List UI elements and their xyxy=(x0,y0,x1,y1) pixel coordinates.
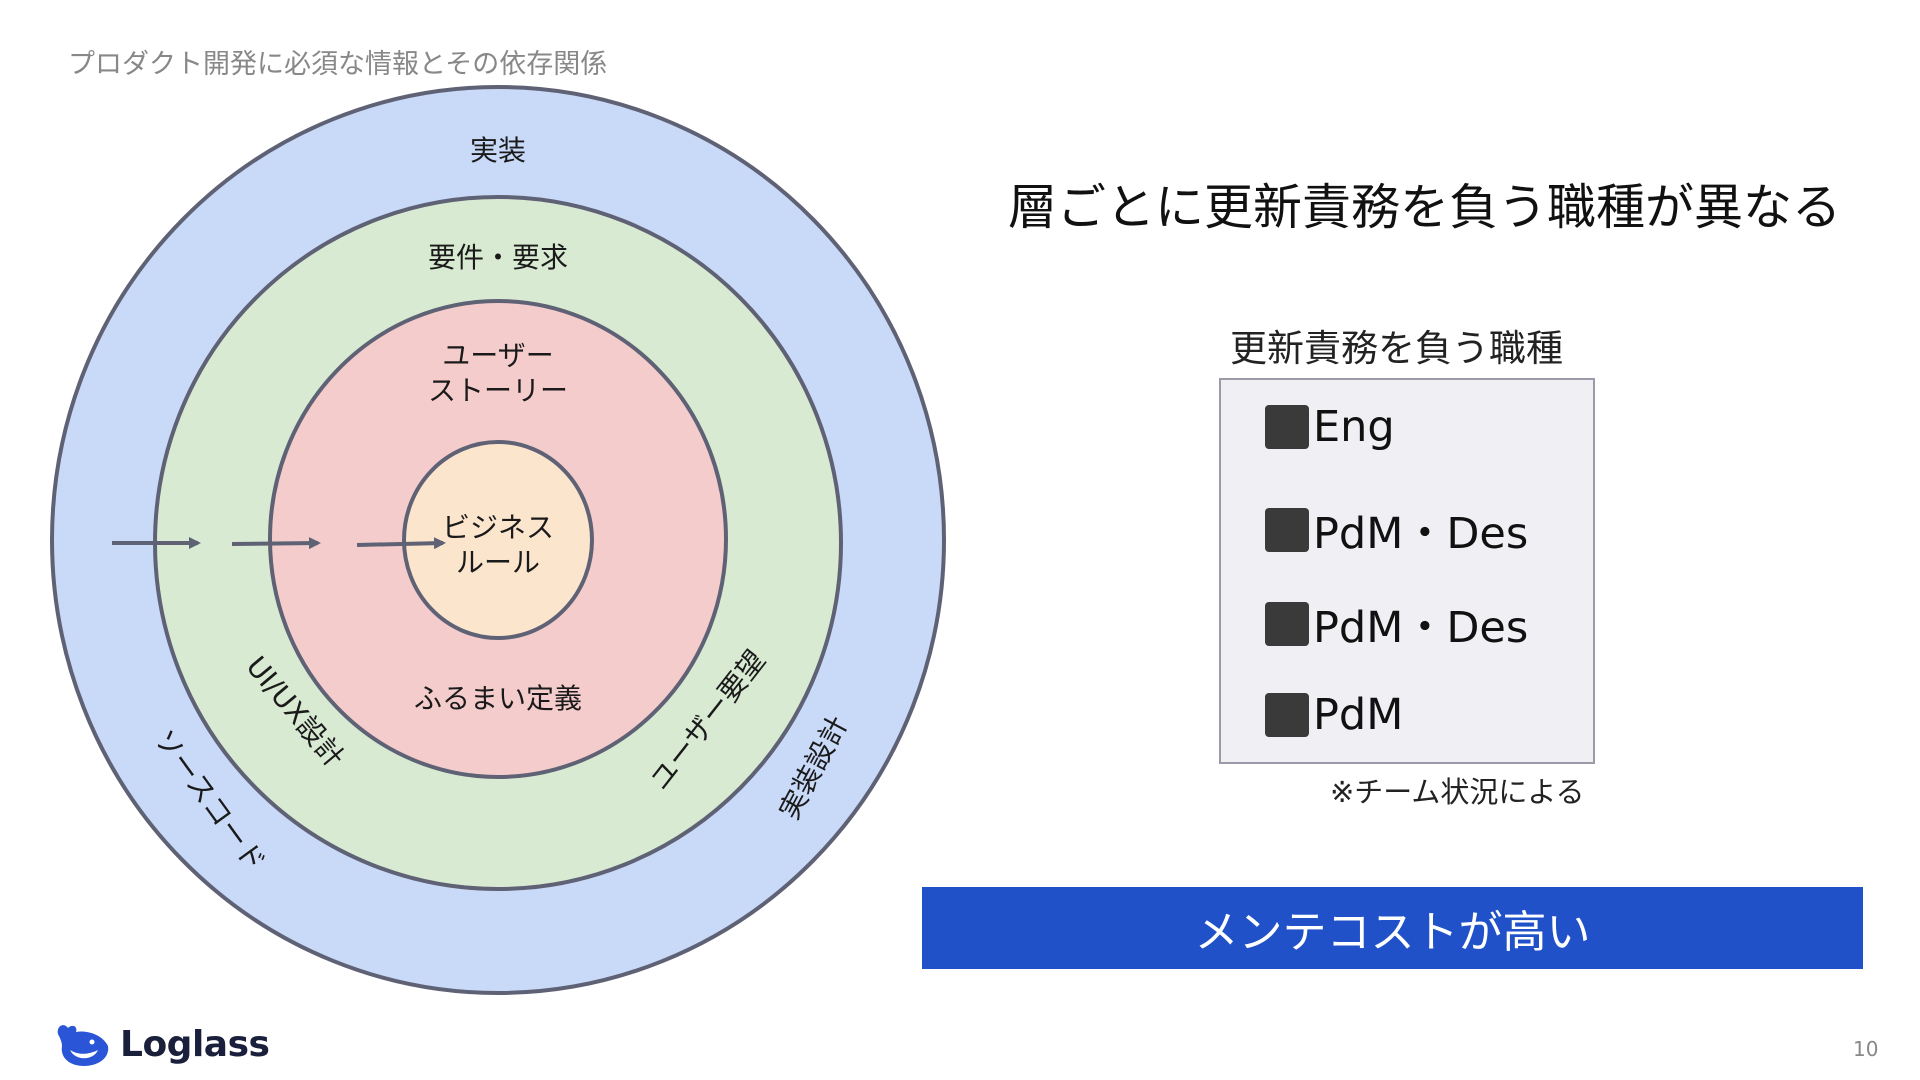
arrow-inner xyxy=(356,537,446,550)
headline: 層ごとに更新責務を負う職種が異なる xyxy=(1008,179,1842,236)
black-square-icon xyxy=(1265,602,1309,646)
black-square-icon xyxy=(1265,693,1309,737)
logo: Loglass xyxy=(52,1020,270,1068)
whale-logo-icon xyxy=(57,1025,109,1066)
role-item-label: PdM・Des xyxy=(1313,509,1529,559)
role-item: PdM・Des xyxy=(1265,593,1528,655)
roles-note: ※チーム状況による xyxy=(1330,775,1585,809)
ring-label-requirements: 要件・要求 xyxy=(428,241,568,274)
ring-business-rules xyxy=(402,440,594,640)
role-item-label: PdM xyxy=(1313,690,1404,740)
breadcrumb: プロダクト開発に必須な情報とその依存関係 xyxy=(68,49,608,80)
black-square-icon xyxy=(1265,508,1309,552)
logo-text: Loglass xyxy=(120,1023,270,1065)
ring-label-behavior-definition: ふるまい定義 xyxy=(414,682,582,715)
role-item: PdM xyxy=(1265,690,1403,740)
role-item: PdM・Des xyxy=(1265,499,1528,561)
maintenance-cost-banner: メンテコストが高い xyxy=(922,887,1863,969)
black-square-icon xyxy=(1265,405,1309,449)
arrow-middle xyxy=(231,537,321,550)
banner-text: メンテコストが高い xyxy=(1194,907,1591,958)
roles-title: 更新責務を負う職種 xyxy=(1230,327,1563,370)
ring-label-business-rules-line2: ルール xyxy=(456,546,540,579)
ring-label-user-story-line2: ストーリー xyxy=(428,374,568,407)
ring-label-business-rules-line1: ビジネス xyxy=(442,511,554,544)
roles-box: Eng PdM・Des PdM・Des PdM xyxy=(1219,378,1595,764)
ring-label-user-story-line1: ユーザー xyxy=(442,339,553,372)
page-number: 10 xyxy=(1853,1037,1879,1061)
onion-diagram: 実装 ソースコード 実装設計 要件・要求 UI/UX設計 ユーザー要望 ユーザー… xyxy=(50,85,946,995)
ring-label-implementation: 実装 xyxy=(470,134,526,167)
role-item-label: Eng xyxy=(1313,402,1395,452)
role-item-label: PdM・Des xyxy=(1313,603,1529,653)
role-item: Eng xyxy=(1265,402,1395,452)
